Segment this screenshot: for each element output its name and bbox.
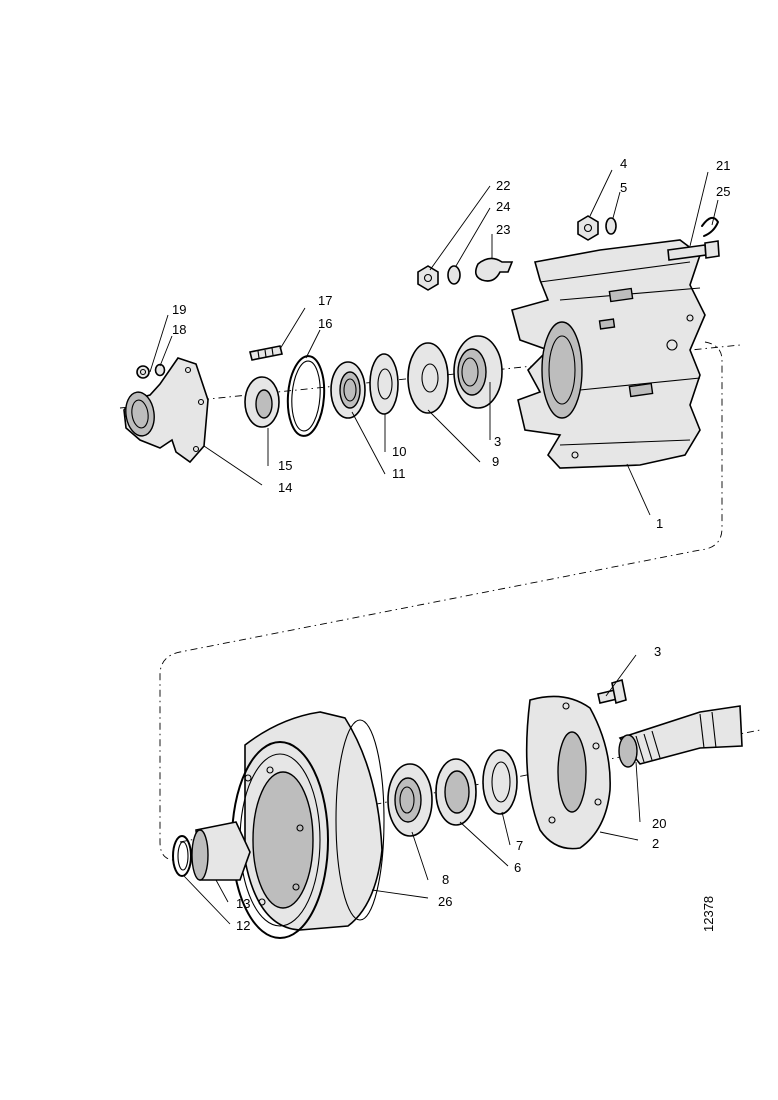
callout-4: 4 [620, 156, 627, 171]
callout-labels: 1 2 3 3 4 5 6 7 8 9 10 11 12 13 14 15 16… [172, 156, 730, 933]
callout-15: 15 [278, 458, 292, 473]
callout-20: 20 [652, 816, 666, 831]
callout-18: 18 [172, 322, 186, 337]
callout-22: 22 [496, 178, 510, 193]
bearing-cone-part [435, 758, 477, 826]
callout-7: 7 [516, 838, 523, 853]
stud-part [249, 345, 283, 361]
callout-19: 19 [172, 302, 186, 317]
callout-10: 10 [392, 444, 406, 459]
bearing-small [330, 361, 366, 419]
backing-plate-part [525, 695, 611, 850]
callout-14: 14 [278, 480, 292, 495]
callout-2: 2 [652, 836, 659, 851]
shim-disk-part [407, 342, 449, 414]
nut-washer-top [577, 215, 617, 241]
ring-and-sleeve [172, 821, 251, 881]
leader-lines [149, 169, 719, 925]
center-axes [119, 341, 761, 861]
callout-3-lower: 3 [654, 644, 661, 659]
callout-21: 21 [716, 158, 730, 173]
callout-17: 17 [318, 293, 332, 308]
nut-washer-left [136, 363, 166, 379]
callout-6: 6 [514, 860, 521, 875]
nut-washer-clamp-right [417, 257, 514, 291]
bolt-and-pin [667, 216, 720, 261]
drawing-reference-number: 12378 [701, 896, 716, 932]
callout-25: 25 [716, 184, 730, 199]
callout-16: 16 [318, 316, 332, 331]
callout-5: 5 [620, 180, 627, 195]
screw-lower [597, 678, 627, 705]
seal-ring-part [482, 749, 518, 815]
callout-23: 23 [496, 222, 510, 237]
flange-cone-part [123, 357, 209, 464]
bearing-large-upper [453, 335, 503, 409]
washer-part [369, 353, 399, 415]
callout-26: 26 [438, 894, 452, 909]
callout-1: 1 [656, 516, 663, 531]
o-ring-part [286, 355, 326, 437]
seal-part [244, 376, 280, 428]
bearing-lower [387, 763, 433, 837]
callout-13: 13 [236, 896, 250, 911]
callout-11: 11 [392, 466, 406, 481]
callout-12: 12 [236, 918, 250, 933]
axle-housing-part [511, 239, 706, 469]
spline-shaft-part [618, 705, 743, 768]
callout-9: 9 [492, 454, 499, 469]
callout-3-upper: 3 [494, 434, 501, 449]
callout-24: 24 [496, 199, 510, 214]
brake-drum-part [231, 711, 385, 939]
callout-8: 8 [442, 872, 449, 887]
